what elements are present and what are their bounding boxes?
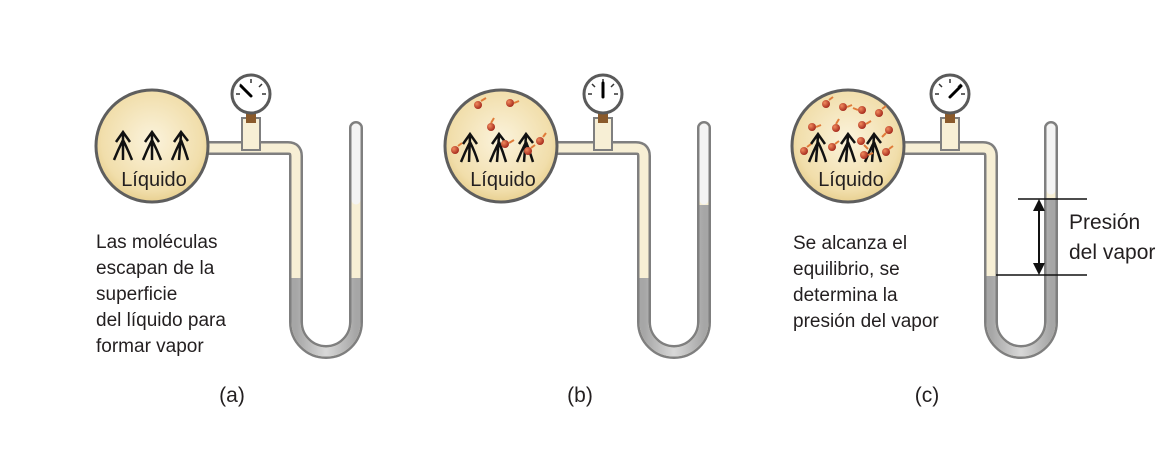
caption: Las moléculas escapan de la superficie d… [96, 232, 226, 357]
manometer-tube [198, 113, 363, 359]
bulb-label: Líquido [121, 169, 187, 191]
caption-line: equilibrio, se [793, 259, 900, 280]
escape-arrows [112, 129, 190, 161]
vapor-molecule [501, 139, 515, 148]
panel-a: Líquido Las moléculas escapan de la supe… [94, 73, 363, 407]
vapor-molecule [839, 103, 853, 111]
vapor-pressure-indicator [996, 198, 1087, 276]
escape-arrows [807, 131, 883, 163]
pressure-gauge [230, 73, 272, 115]
vapor-molecules [800, 96, 894, 159]
caption-line: del líquido para [96, 310, 226, 331]
gauge-neck [945, 113, 955, 123]
mercury-column [986, 198, 1056, 357]
pressure-gauge [929, 73, 971, 115]
caption: Se alcanza el equilibrio, se determina l… [793, 233, 939, 332]
vapor-molecule [828, 140, 840, 151]
vapor-molecule [822, 96, 834, 108]
caption-line: superficie [96, 284, 177, 305]
mercury-column [291, 278, 361, 357]
vapor-molecule [506, 99, 520, 107]
caption-line: escapan de la [96, 258, 215, 279]
pressure-gauge [582, 73, 624, 115]
vapor-molecule [800, 143, 812, 155]
panel-label: (a) [219, 384, 245, 407]
pressure-label-line: Presión [1069, 211, 1140, 234]
vapor-molecule [875, 105, 887, 117]
vapor-molecule [474, 97, 487, 109]
vapor-molecule [536, 132, 547, 145]
mercury-column [639, 205, 709, 357]
caption-line: Se alcanza el [793, 233, 907, 254]
vapor-molecule [832, 118, 840, 132]
panel-label: (c) [915, 384, 940, 407]
vapor-molecule [860, 151, 874, 159]
caption-line: formar vapor [96, 336, 204, 357]
gauge-needle [239, 84, 253, 98]
bulb-label: Líquido [470, 169, 536, 191]
vapor-molecule [451, 142, 463, 154]
vapor-molecule [808, 123, 822, 131]
manometer-tube [546, 113, 711, 359]
vapor-molecule [857, 137, 869, 150]
bulb-label: Líquido [818, 169, 884, 191]
gauge-neck [246, 113, 256, 123]
vapor-molecule [524, 144, 536, 155]
panel-label: (b) [567, 384, 593, 407]
manometer-tube [893, 113, 1058, 359]
panel-c: Líquido Se alcanza el equilibrio, se det… [790, 73, 1155, 407]
vapor-molecule [852, 106, 866, 114]
caption-line: Las moléculas [96, 232, 217, 253]
caption-line: determina la [793, 285, 898, 306]
vapor-molecule [487, 117, 495, 131]
vapor-molecule [881, 126, 893, 138]
vapor-molecules [451, 97, 547, 155]
gauge-needle [948, 84, 963, 99]
caption-line: presión del vapor [793, 311, 939, 332]
vapor-molecule [858, 120, 872, 129]
pressure-label-line: del vapor [1069, 241, 1155, 264]
vapor-molecule [882, 145, 894, 156]
panel-b: Líquido (b) [443, 73, 711, 407]
gauge-neck [598, 113, 608, 123]
